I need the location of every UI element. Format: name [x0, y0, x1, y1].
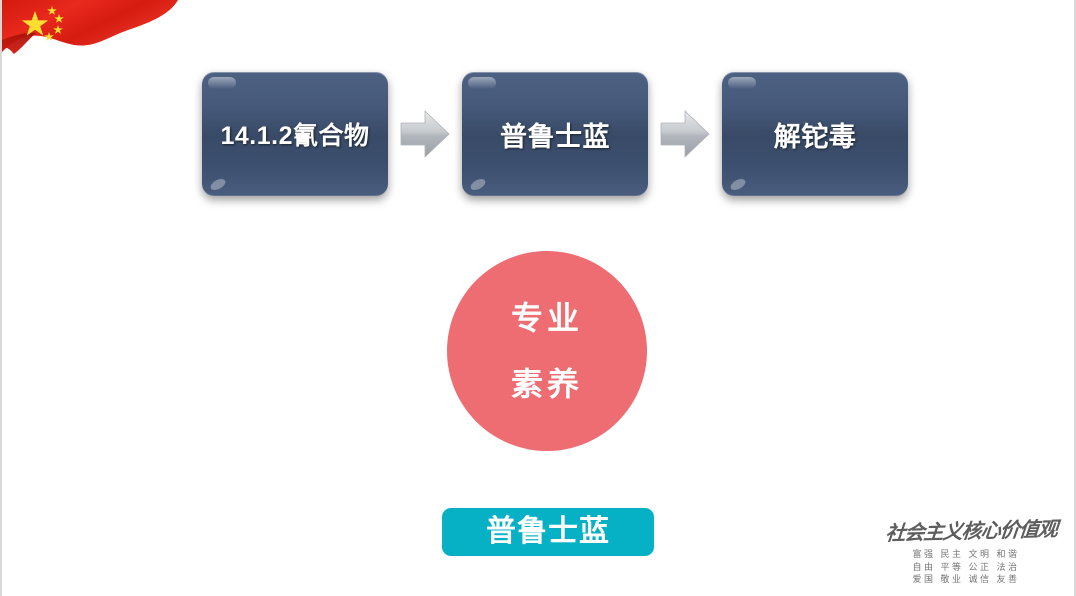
prussian-blue-pill-label: 普鲁士蓝 — [486, 515, 610, 548]
arrow-right-icon-2 — [659, 107, 711, 161]
flow-box-prussian-blue[interactable]: 普鲁士蓝 — [462, 72, 648, 196]
socialist-core-values-watermark: 社会主义核心价值观 富强 民主 文明 和谐 自由 平等 公正 法治 爱国 敬业 … — [884, 515, 1059, 586]
chinese-flag-icon — [2, 0, 212, 66]
process-flow-row: 14.1.2氰合物 普鲁士蓝 — [202, 72, 912, 196]
flow-box-prussian-blue-label: 普鲁士蓝 — [500, 121, 610, 152]
core-values-line-3: 爱国 敬业 诚信 友善 — [912, 574, 1020, 585]
core-values-line-1: 富强 民主 文明 和谐 — [912, 549, 1020, 560]
professional-quality-circle: 专业 素养 — [447, 251, 647, 451]
flow-box-antidote-label: 解铊毒 — [773, 121, 857, 152]
arrow-right-icon-1 — [399, 107, 451, 161]
core-values-title: 社会主义核心价值观 — [884, 519, 1059, 546]
circle-line-2: 素养 — [510, 366, 583, 402]
prussian-blue-pill[interactable]: 普鲁士蓝 — [442, 508, 654, 556]
flow-box-antidote[interactable]: 解铊毒 — [722, 72, 908, 196]
core-values-line-2: 自由 平等 公正 法治 — [912, 561, 1020, 572]
core-values-lines: 富强 民主 文明 和谐 自由 平等 公正 法治 爱国 敬业 诚信 友善 — [886, 549, 1046, 586]
circle-line-1: 专业 — [510, 300, 583, 336]
flow-box-cyanide-label: 14.1.2氰合物 — [220, 122, 370, 150]
flow-box-cyanide[interactable]: 14.1.2氰合物 — [202, 72, 388, 196]
